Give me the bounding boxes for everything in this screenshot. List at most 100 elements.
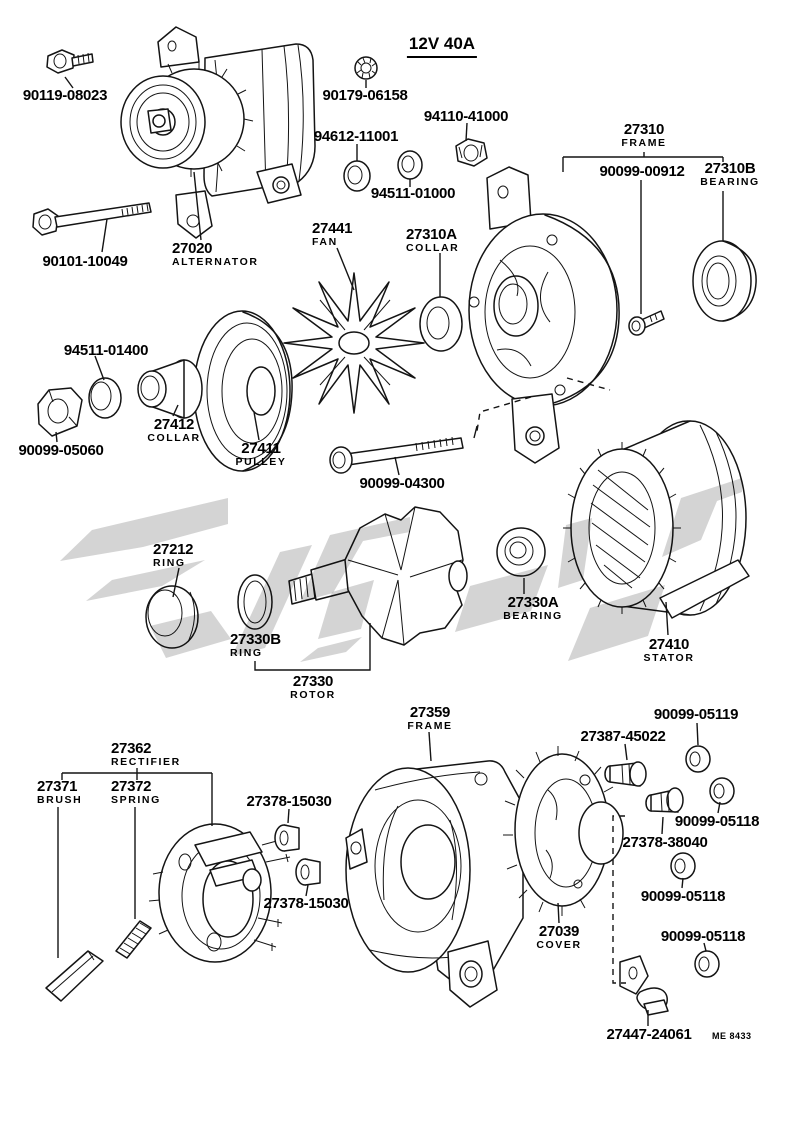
- bearing-27330A-drawing: [496, 527, 546, 577]
- washer-90099-05118b-drawing: [670, 852, 696, 880]
- part-number: 27330B: [230, 631, 281, 648]
- washer-94511-01400-drawing: [88, 377, 122, 419]
- frame-27310-drawing: [468, 166, 620, 464]
- cover-27039-drawing: [503, 746, 624, 916]
- part-number: 90119-08023: [22, 87, 108, 104]
- alternator-drawing: [120, 26, 316, 239]
- part-number: 27412: [153, 416, 195, 433]
- part-name: ROTOR: [290, 689, 336, 702]
- fan-27441-drawing: [283, 272, 425, 414]
- part-label-90099-05118b: 90099-05118: [640, 888, 726, 905]
- part-number: 27410: [648, 636, 690, 653]
- plug-27378-15030b-drawing: [295, 858, 321, 886]
- part-number: 94511-01400: [63, 342, 149, 359]
- bolt-90099-04300-drawing: [329, 436, 464, 474]
- part-name: RING: [230, 647, 263, 660]
- part-number: 90099-04300: [359, 475, 445, 492]
- part-label-90101-10049: 90101-10049: [42, 253, 128, 270]
- part-name: ALTERNATOR: [172, 256, 259, 269]
- part-number: 27447-24061: [606, 1026, 692, 1043]
- spring-27372-drawing: [115, 920, 152, 959]
- nut-90179-drawing: [354, 56, 378, 80]
- nut-90099-05060-drawing: [37, 387, 83, 437]
- part-number: 27310A: [406, 226, 457, 243]
- collar-27412-drawing: [137, 359, 203, 419]
- plug-27378-15030a-drawing: [274, 824, 300, 852]
- part-name: COVER: [536, 939, 582, 952]
- part-number: 27039: [538, 923, 580, 940]
- part-number: 27372: [111, 778, 152, 795]
- part-number: 27212: [153, 541, 194, 558]
- washer-94511-01000-drawing: [397, 150, 423, 180]
- rectifier-27362-drawing: [148, 823, 299, 963]
- part-number: 27378-38040: [622, 834, 708, 851]
- part-label-94110-41000: 94110-41000: [423, 108, 509, 125]
- watermark: [60, 478, 742, 662]
- part-label-94511-01400: 94511-01400: [63, 342, 149, 359]
- part-number: 27310: [623, 121, 665, 138]
- part-label-27378-15030a: 27378-15030: [246, 793, 331, 810]
- part-label-90099-04300: 90099-04300: [359, 475, 445, 492]
- part-number: 94511-01000: [370, 185, 456, 202]
- bolt-90119-drawing: [46, 49, 94, 74]
- part-number: 27330A: [507, 594, 559, 611]
- part-number: 90099-05060: [18, 442, 104, 459]
- part-number: 27387-45022: [580, 728, 666, 745]
- part-label-90099-05118a: 90099-05118: [674, 813, 760, 830]
- part-number: 90099-05118: [640, 888, 726, 905]
- bracket-27447-drawing: [619, 955, 669, 1016]
- nut-94110-drawing: [455, 138, 488, 167]
- part-number: 27378-15030: [263, 895, 349, 912]
- part-number: 90099-05119: [653, 706, 739, 723]
- plug-27387-45022-drawing: [604, 761, 647, 787]
- part-name: COLLAR: [147, 432, 201, 445]
- part-label-90119-08023: 90119-08023: [22, 87, 108, 104]
- part-number: 27441: [312, 220, 353, 237]
- part-name: STATOR: [643, 652, 695, 665]
- part-label-27378-38040: 27378-38040: [622, 834, 708, 851]
- pulley-27411-drawing: [193, 310, 293, 472]
- part-label-27387-45022: 27387-45022: [580, 728, 666, 745]
- part-label-94511-01000: 94511-01000: [370, 185, 456, 202]
- brush-27371-drawing: [45, 950, 104, 1002]
- part-number: 94110-41000: [423, 108, 509, 125]
- frame-27359-drawing: [345, 760, 524, 1008]
- part-number: 27411: [241, 440, 281, 457]
- part-name: FAN: [312, 236, 338, 249]
- part-label-27378-15030b: 27378-15030: [263, 895, 349, 912]
- plug-27378-38040-drawing: [645, 787, 684, 813]
- part-number: 90099-05118: [674, 813, 760, 830]
- bolt-90099-00912-drawing: [628, 310, 665, 336]
- part-name: FRAME: [407, 720, 453, 733]
- washer-90099-05119-drawing: [685, 745, 711, 773]
- bearing-27310B-drawing: [692, 240, 757, 322]
- part-number: 90101-10049: [42, 253, 128, 270]
- part-name: FRAME: [621, 137, 667, 150]
- washer-90099-05118a-drawing: [709, 777, 735, 805]
- part-label-90099-00912: 90099-00912: [599, 163, 684, 180]
- part-label-94612-11001: 94612-11001: [314, 128, 399, 145]
- part-name: RECTIFIER: [111, 756, 181, 769]
- part-number: 27371: [37, 778, 78, 795]
- part-name: SPRING: [111, 794, 161, 807]
- part-number: 27362: [111, 740, 152, 757]
- part-label-90179-06158: 90179-06158: [322, 87, 407, 104]
- part-name: COLLAR: [406, 242, 460, 255]
- washer-90099-05118c-drawing: [694, 950, 720, 978]
